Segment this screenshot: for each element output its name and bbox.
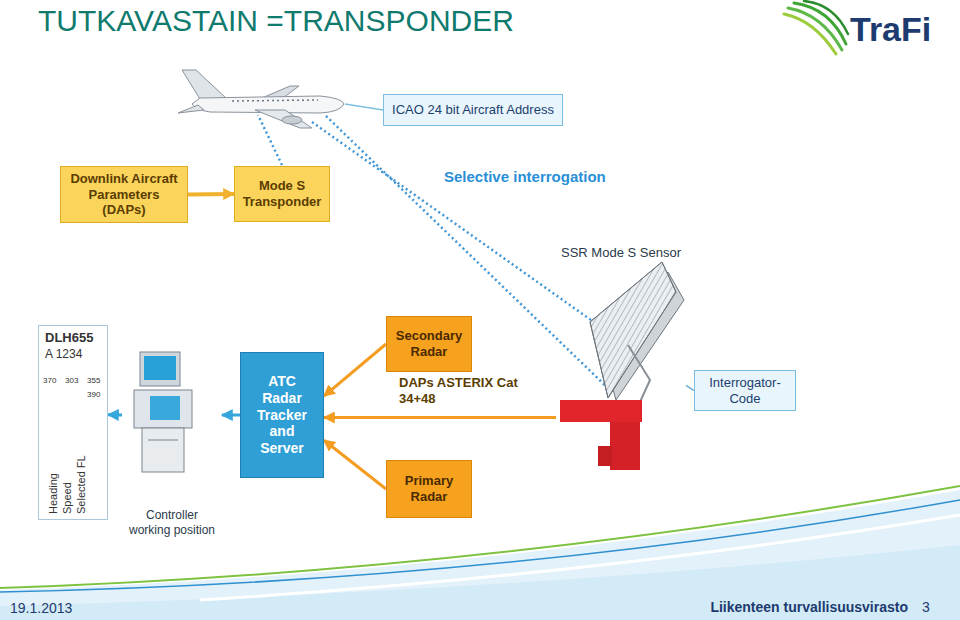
display-field: 303 [65,376,78,386]
node-text: Downlink Aircraft Parameters (DAPs) [67,171,181,218]
connector-arrow [324,440,386,489]
display-field: Speed [61,482,74,514]
radio-link [258,115,612,392]
node-text: SSR Mode S Sensor [561,245,681,261]
logo-mark [784,1,848,54]
radar-box: Secondary Radar [386,316,472,372]
logo-text: TraFi [850,10,931,49]
server-box: ATC Radar Tracker and Server [240,352,324,478]
node-text: ATC Radar Tracker and Server [247,373,317,457]
node-text: Mode S Transponder [241,178,323,209]
connector-arrow [108,413,122,416]
workstation-node: Controller working position [122,345,222,537]
ssr-antenna [560,262,684,470]
connector-arrow [324,344,386,396]
process-box: Downlink Aircraft Parameters (DAPs) [60,166,188,223]
display-field: Selected FL [75,455,88,514]
display-field: 355 [87,376,100,386]
antenna-node: SSR Mode S Sensor [556,245,686,475]
display-field: DLH655 [45,330,93,345]
date: 19.1.2013 [10,600,72,616]
address-box: ICAO 24 bit Aircraft Address [383,94,563,126]
code-box: Interrogator-Code [694,370,796,411]
connector-arrow [222,414,240,417]
footer-swoosh [200,515,960,600]
display-field: A 1234 [45,347,82,361]
page-number: 3 [922,599,930,615]
agency-name: Liikenteen turvallisuusvirasto [710,599,908,615]
radar-box: Primary Radar [386,460,472,518]
display-field: 370 [43,376,56,386]
leader-line [345,104,383,110]
radar-display: DLH655 A 1234 370 303 355 390HeadingSpeedSele… [38,325,108,520]
node-text: Controller working position [124,508,220,537]
edge-label: DAPs ASTERIX Cat 34+48 [396,374,527,407]
node-text: Secondary Radar [393,328,465,359]
display-field: Heading [47,473,60,514]
connector-arrow [188,192,234,196]
display-field: 390 [87,390,100,400]
process-box: Mode S Transponder [234,166,330,222]
workstation [134,352,192,472]
slide-title: TUTKAVASTAIN =TRANSPONDER [38,4,514,38]
node-text: Interrogator-Code [701,375,789,406]
connector-arrow [686,385,694,390]
node-text: ICAO 24 bit Aircraft Address [392,102,554,118]
link-label: Selective interrogation [444,168,606,185]
node-text: Primary Radar [393,473,465,504]
connector-arrow [324,416,556,419]
